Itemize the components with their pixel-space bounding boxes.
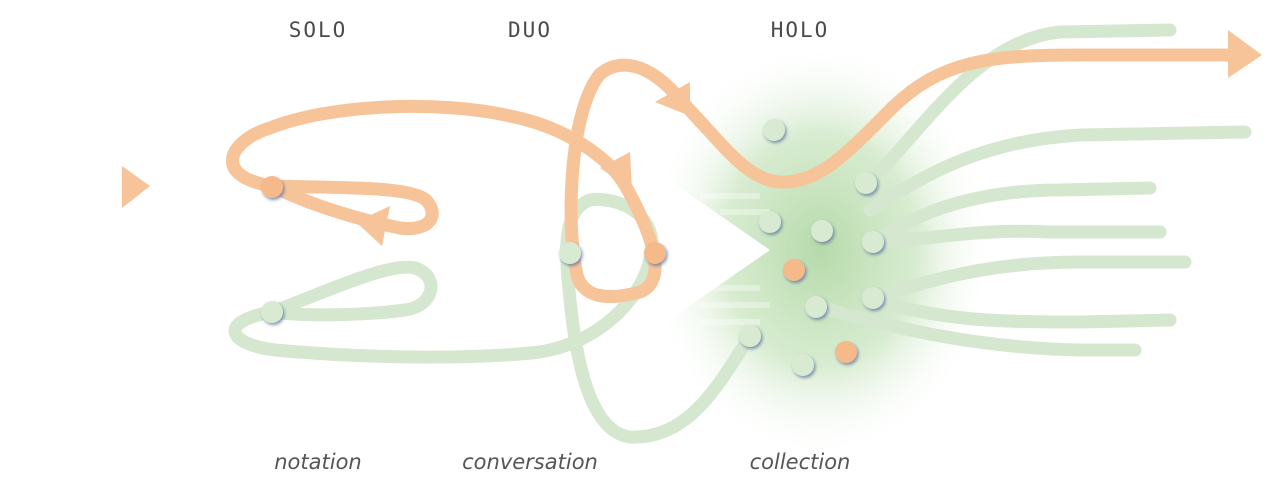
solo-orange-dot — [261, 176, 283, 198]
holo-green-dot — [763, 119, 785, 141]
solo-caption: notation — [274, 450, 362, 474]
holo-green-dot — [862, 287, 884, 309]
cloud-stripes — [700, 193, 770, 325]
green-outgoing-strands — [809, 23, 1252, 357]
holo-heading: HOLO — [770, 18, 830, 42]
holo-green-dot — [811, 220, 833, 242]
solo-green-dot — [261, 301, 283, 323]
green-solo-loop — [265, 260, 438, 322]
duo-heading: DUO — [508, 18, 552, 42]
orange-arrow-incoming — [122, 166, 150, 208]
orange-arrow-holo-entry — [655, 82, 690, 116]
holo-green-dot — [739, 325, 761, 347]
holo-orange-dot — [783, 259, 805, 281]
holo-green-dot — [805, 296, 827, 318]
holo-orange-dot — [835, 341, 857, 363]
holo-green-dot — [792, 354, 814, 376]
duo-green-dot — [559, 242, 581, 264]
orange-arrow-exit — [1228, 30, 1262, 78]
holo-green-dot — [759, 211, 781, 233]
orange-holo-path — [673, 48, 1237, 189]
holo-green-dot — [855, 172, 877, 194]
duo-orange-dot — [644, 242, 666, 264]
solo-heading: SOLO — [288, 18, 348, 42]
orange-solo-loop — [265, 179, 439, 236]
dots — [261, 119, 884, 376]
orange-arrow-solo-loop — [356, 206, 390, 246]
orange-arrow-duo-entry — [600, 152, 632, 190]
holo-caption: collection — [749, 450, 851, 474]
duo-caption: conversation — [462, 450, 598, 474]
cloud-wedge — [640, 160, 770, 340]
holo-green-dot — [862, 231, 884, 253]
